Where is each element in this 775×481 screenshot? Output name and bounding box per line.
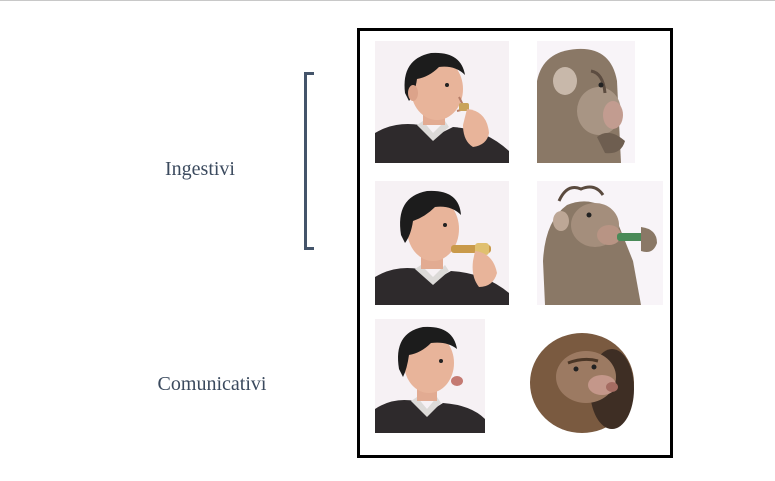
- image-frame: [357, 28, 673, 458]
- ingestive-label: Ingestivi: [165, 158, 235, 180]
- human-lip-protrusion-photo: [375, 319, 485, 433]
- top-rule: [0, 0, 775, 1]
- ingestive-bracket: [304, 72, 314, 250]
- human-drinking-photo: [375, 181, 509, 305]
- monkey-lip-protrusion-photo: [528, 327, 638, 433]
- communicative-label: Comunicativi: [157, 373, 267, 395]
- monkey-drinking-photo: [537, 181, 663, 305]
- monkey-eating-photo: [537, 41, 635, 163]
- human-eating-photo: [375, 41, 509, 163]
